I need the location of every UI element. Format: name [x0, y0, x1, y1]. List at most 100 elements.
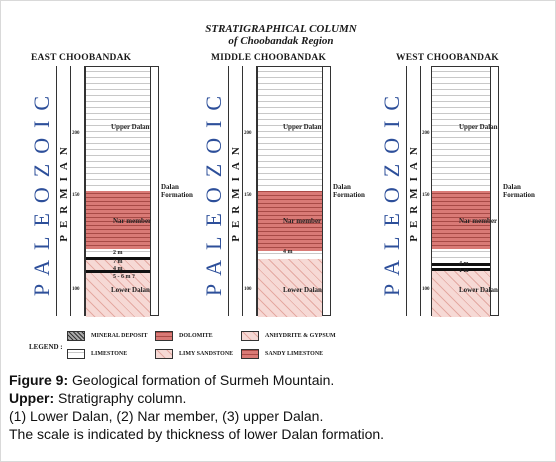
formation-label-middle: Dalan Formation: [333, 183, 365, 199]
column-heading-middle: MIDDLE CHOOBANDAK: [211, 53, 327, 63]
legend-item-mineral-deposit: MINERAL DEPOSIT: [67, 331, 148, 341]
formation-label-west-line2: Formation: [503, 191, 535, 199]
dalan-bracket-east: [151, 66, 159, 316]
label-4m-west: 4 m: [459, 261, 469, 267]
legend-label-limestone: LIMESTONE: [91, 351, 128, 357]
caption-upper-label: Upper:: [9, 390, 55, 406]
legend-swatch-mineral-deposit: [67, 331, 85, 341]
scale-tick-east-2: 100: [72, 287, 80, 292]
legend-title: LEGEND :: [29, 343, 63, 351]
label-lower-dalan-west: Lower Dalan: [459, 286, 498, 294]
era-column-middle: PALEOZOIC: [201, 66, 229, 316]
layer-lower-dalan-middle: [258, 259, 322, 317]
period-column-east: PERMIAN: [57, 66, 71, 316]
scale-tick-west-2: 100: [422, 287, 430, 292]
scale-column-middle: [243, 66, 257, 316]
legend-swatch-dolomite: [155, 331, 173, 341]
legend-item-limestone: LIMESTONE: [67, 349, 127, 359]
legend-item-limy-sandstone: LIMY SANDSTONE: [155, 349, 233, 359]
legend-item-dolomite: DOLOMITE: [155, 331, 213, 341]
caption-line-2: Upper: Stratigraphy column.: [9, 389, 549, 407]
layer-nar-member-middle: [258, 191, 322, 251]
layer-nar-member-east: [86, 191, 150, 249]
layer-lower-dalan-east: [86, 273, 150, 317]
caption-figure-text: Geological formation of Surmeh Mountain.: [68, 372, 335, 388]
layer-7m-east: [86, 260, 150, 270]
legend-swatch-sandy-limestone: [241, 349, 259, 359]
caption-line-3: (1) Lower Dalan, (2) Nar member, (3) upp…: [9, 408, 324, 424]
layer-lower-dalan-west: [432, 271, 490, 317]
layer-upper-dalan-middle: [258, 67, 322, 191]
figure-title-line1: STRATIGRAPHICAL COLUMN: [205, 23, 357, 35]
figure-title-line2: of Choobandak Region: [228, 35, 334, 47]
label-upper-dalan-west: Upper Dalan: [459, 123, 498, 131]
caption-line-1: Figure 9: Geological formation of Surmeh…: [9, 371, 549, 389]
layer-upper-dalan-east: [86, 67, 150, 191]
label-1m-west: 1 m: [459, 268, 469, 274]
layer-black-bed-west-2: [432, 268, 490, 271]
label-7m-east: 7 m: [113, 259, 123, 265]
label-nar-member-west: Nar member: [459, 217, 498, 225]
era-label-west: PALEOZOIC: [379, 85, 405, 297]
caption-figure-label: Figure 9:: [9, 372, 69, 388]
legend-swatch-limestone: [67, 349, 85, 359]
label-upper-dalan-middle: Upper Dalan: [283, 123, 322, 131]
label-nar-member-middle: Nar member: [283, 217, 322, 225]
layer-gap-west: [432, 266, 490, 268]
layer-4m-west: [432, 249, 490, 263]
period-label-middle: PERMIAN: [229, 140, 242, 242]
label-5-6m-east: 5 - 6 m ?: [113, 274, 135, 280]
label-lower-dalan-middle: Lower Dalan: [283, 286, 322, 294]
strat-column-east: [85, 66, 151, 317]
column-heading-east: EAST CHOOBANDAK: [31, 53, 132, 63]
legend-label-mineral-deposit: MINERAL DEPOSIT: [91, 333, 148, 339]
scale-column-east: [71, 66, 85, 316]
column-heading-west: WEST CHOOBANDAK: [396, 53, 499, 63]
layer-upper-dalan-west: [432, 67, 490, 191]
formation-label-middle-line2: Formation: [333, 191, 365, 199]
legend-item-anhydrite-gypsum: ANHYDRITE & GYPSUM: [241, 331, 336, 341]
legend-label-limy-sandstone: LIMY SANDSTONE: [179, 351, 234, 357]
dalan-bracket-west: [491, 66, 499, 316]
legend-label-dolomite: DOLOMITE: [179, 333, 213, 339]
layer-2m-east: [86, 249, 150, 257]
formation-label-west: Dalan Formation: [503, 183, 535, 199]
legend-label-anhydrite-gypsum: ANHYDRITE & GYPSUM: [265, 333, 336, 339]
period-label-west: PERMIAN: [407, 140, 420, 242]
era-label-east: PALEOZOIC: [29, 85, 55, 297]
label-4m-east: 4 m: [113, 266, 123, 272]
legend-label-sandy-limestone: SANDY LIMESTONE: [265, 351, 324, 357]
figure-title: STRATIGRAPHICAL COLUMN of Choobandak Reg…: [151, 23, 411, 47]
layer-black-bed-east-1: [86, 257, 150, 260]
formation-label-east: Dalan Formation: [161, 183, 193, 199]
period-column-middle: PERMIAN: [229, 66, 243, 316]
period-label-east: PERMIAN: [57, 140, 70, 242]
layer-black-bed-east-2: [86, 270, 150, 273]
scale-tick-middle-0: 200: [244, 131, 252, 136]
formation-label-west-line1: Dalan: [503, 183, 521, 191]
label-2m-east: 2 m: [113, 250, 123, 256]
strat-column-middle: [257, 66, 323, 317]
scale-tick-west-1: 150: [422, 193, 430, 198]
formation-label-east-line1: Dalan: [161, 183, 179, 191]
label-4m-middle: 4 m: [283, 249, 293, 255]
era-label-middle: PALEOZOIC: [201, 85, 227, 297]
layer-4m-middle: [258, 251, 322, 259]
figure-caption: Figure 9: Geological formation of Surmeh…: [9, 371, 549, 443]
label-nar-member-east: Nar member: [113, 217, 152, 225]
dalan-bracket-middle: [323, 66, 331, 316]
scale-tick-middle-1: 150: [244, 193, 252, 198]
label-lower-dalan-east: Lower Dalan: [111, 286, 150, 294]
caption-upper-text: Stratigraphy column.: [54, 390, 187, 406]
legend: LEGEND : MINERAL DEPOSIT DOLOMITE ANHYDR…: [23, 329, 533, 365]
legend-swatch-anhydrite-gypsum: [241, 331, 259, 341]
strat-column-west: [431, 66, 491, 317]
scale-tick-east-0: 200: [72, 131, 80, 136]
scale-tick-middle-2: 100: [244, 287, 252, 292]
formation-label-east-line2: Formation: [161, 191, 193, 199]
scale-tick-west-0: 200: [422, 131, 430, 136]
legend-item-sandy-limestone: SANDY LIMESTONE: [241, 349, 323, 359]
period-column-west: PERMIAN: [407, 66, 421, 316]
layer-black-bed-west-1: [432, 263, 490, 266]
legend-swatch-limy-sandstone: [155, 349, 173, 359]
